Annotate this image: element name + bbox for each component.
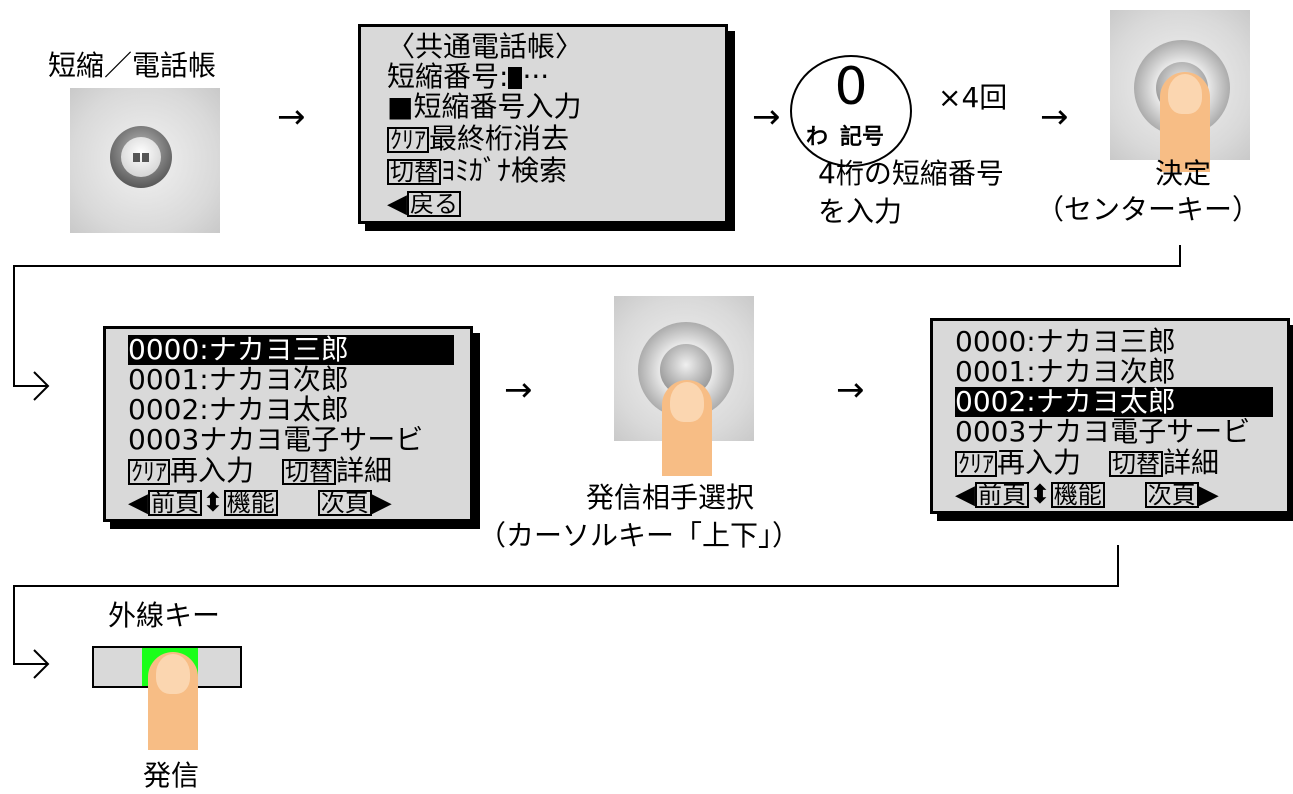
fingernail — [156, 654, 190, 694]
list-action-line: ｸﾘｱ再入力切替詳細 — [955, 448, 1219, 478]
screen-title: 〈共通電話帳〉 — [387, 30, 584, 63]
list-screen-after: 0000:ナカヨ三郎 0001:ナカヨ次郎 0002:ナカヨ太郎 0003ナカヨ… — [930, 318, 1290, 514]
key-symbol: 記号 — [840, 125, 885, 150]
phonebook-button[interactable] — [110, 126, 172, 188]
flow-arrow: → — [1040, 97, 1069, 137]
book-icon — [121, 137, 161, 177]
flow-arrow: → — [752, 97, 781, 137]
list-row: 0001:ナカヨ次郎 — [128, 363, 349, 396]
phonebook-screen: 〈共通電話帳〉 短縮番号:··· ■短縮番号入力 ｸﾘｱ最終桁消去 切替ﾖﾐｶﾞ… — [358, 24, 728, 224]
list-row: 0003ナカヨ電子サービ — [955, 415, 1251, 448]
key-0[interactable]: 0 わ 記号 — [790, 55, 912, 167]
list-row: 0001:ナカヨ次郎 — [955, 355, 1176, 388]
fingernail — [1168, 74, 1202, 114]
speed-dial-input-line: ■短縮番号入力 — [387, 90, 582, 123]
phonebook-key-photo — [70, 88, 220, 233]
back-line: ◀戻る — [387, 188, 461, 219]
key-digit: 0 — [834, 57, 868, 117]
list-row: 0003ナカヨ電子サービ — [128, 423, 424, 456]
list-nav-line: ◀前頁⬍機能次頁▶ — [128, 488, 392, 518]
shortcut-phonebook-label: 短縮／電話帳 — [48, 49, 217, 82]
back-key-box: 戻る — [407, 191, 461, 217]
select-caption-1: 発信相手選択 — [586, 481, 755, 514]
list-nav-line: ◀前頁⬍機能次頁▶ — [955, 480, 1219, 510]
switch-line: 切替ﾖﾐｶﾞﾅ検索 — [387, 156, 567, 186]
key-kana: わ — [806, 125, 829, 150]
list-row-selected: 0000:ナカヨ三郎 — [128, 335, 454, 365]
speed-dial-prompt: 短縮番号:··· — [387, 60, 550, 93]
list-row: 0000:ナカヨ三郎 — [955, 325, 1176, 358]
confirm-caption-2: （センターキー） — [1036, 193, 1261, 226]
clear-line: ｸﾘｱ最終桁消去 — [387, 124, 569, 154]
list-screen-before: 0000:ナカヨ三郎 0001:ナカヨ次郎 0002:ナカヨ太郎 0003ナカヨ… — [103, 326, 473, 522]
input-caption-1: 4桁の短縮番号 — [818, 157, 1004, 190]
switch-key-box: 切替 — [387, 159, 441, 185]
input-caption-2: を入力 — [818, 195, 903, 228]
fingernail — [670, 382, 704, 422]
flow-arrow: → — [836, 370, 865, 410]
cursor-block — [508, 67, 523, 89]
flow-arrow: → — [504, 370, 533, 410]
list-row: 0002:ナカヨ太郎 — [128, 393, 349, 426]
confirm-caption-1: 決定 — [1155, 157, 1212, 190]
connector-row2-row3 — [13, 545, 1119, 665]
connector-arrowhead — [33, 371, 50, 401]
connector-row1-row2 — [13, 245, 1181, 387]
dial-caption: 発信 — [143, 759, 200, 792]
center-key-photo — [1110, 10, 1250, 172]
outside-line-key-label: 外線キー — [108, 599, 221, 632]
clear-key-box: ｸﾘｱ — [387, 127, 429, 153]
list-row-selected: 0002:ナカヨ太郎 — [955, 387, 1273, 417]
repeat-count: ×4回 — [938, 81, 1008, 114]
select-caption-2: （カーソルキー「上下」） — [478, 519, 801, 552]
connector-arrowhead — [33, 649, 50, 679]
flow-arrow: → — [277, 97, 306, 137]
list-action-line: ｸﾘｱ再入力切替詳細 — [128, 456, 392, 486]
